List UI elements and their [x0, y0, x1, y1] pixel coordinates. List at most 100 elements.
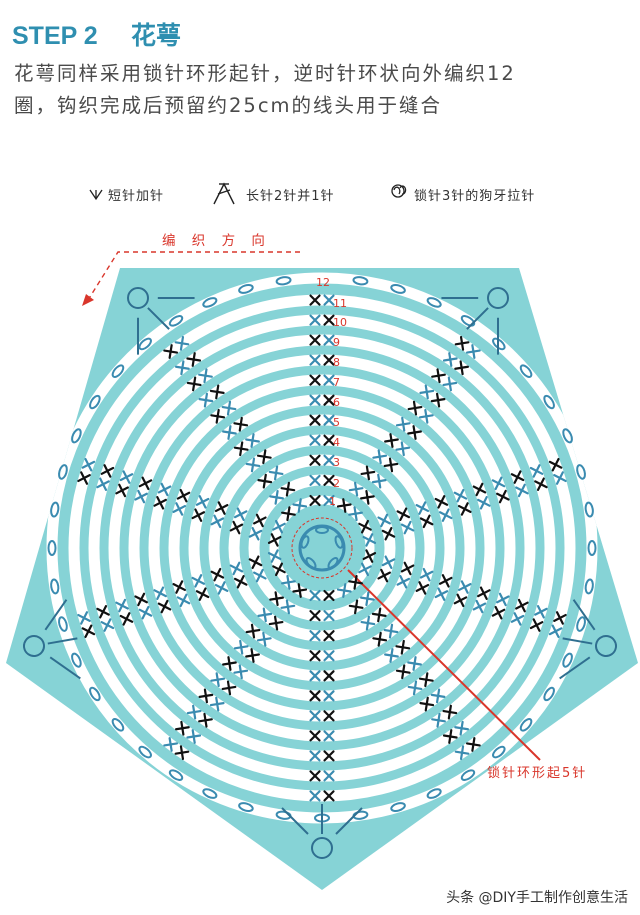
stitch-cross	[323, 354, 335, 366]
stitch-cross	[384, 433, 399, 448]
stitch-cross	[454, 335, 470, 351]
stitch-cross	[377, 513, 391, 528]
chain-oval	[390, 284, 406, 294]
stitch-cross	[256, 631, 272, 647]
stitch-cross	[198, 392, 214, 408]
stitch-cross	[222, 656, 237, 671]
stitch-cross	[395, 416, 411, 432]
stitch-cross	[272, 519, 286, 534]
center-chains	[300, 526, 344, 569]
stitch-cross	[323, 750, 335, 762]
stitch-cross	[233, 664, 249, 680]
stitch-cross	[323, 610, 335, 622]
stitch-cross	[248, 555, 263, 570]
stitch-cross	[442, 729, 458, 744]
stitch-cross	[491, 476, 506, 491]
stitch-cross	[418, 408, 434, 424]
chain-oval	[71, 428, 82, 444]
stitch-cross	[362, 533, 377, 547]
stitch-cross	[553, 471, 567, 485]
stitch-cross	[280, 481, 296, 497]
legend-label-picot: 锁针3针的狗牙拉针	[414, 189, 536, 204]
stitch-cross	[175, 720, 190, 736]
stitch-cross	[309, 690, 321, 702]
chain-oval-layer	[47, 276, 597, 823]
round-number: 8	[333, 356, 340, 369]
stitch-cross	[372, 631, 388, 647]
stitch-cross	[309, 710, 321, 722]
stitch-cross	[396, 507, 411, 522]
chain-oval	[111, 718, 125, 732]
stitch-cross	[119, 470, 134, 484]
stitch-cross	[415, 581, 430, 595]
stitch-cross	[309, 730, 321, 742]
direction-arrow	[87, 251, 300, 301]
stitch-cross	[529, 618, 544, 632]
stitch-cross	[323, 294, 335, 306]
stitch-cross	[510, 470, 525, 484]
stitch-cross	[153, 496, 167, 510]
stitch-cross	[395, 441, 411, 457]
stitch-cross	[198, 688, 214, 704]
legend-symbols	[89, 182, 407, 205]
stitch-cross	[396, 574, 411, 589]
stitch-cross	[400, 520, 415, 535]
stitch-cross	[157, 599, 172, 614]
stitch-cross	[309, 650, 321, 662]
stitch-cross	[153, 586, 167, 600]
stitch-cross	[419, 696, 435, 712]
stitch-cross	[309, 770, 321, 782]
stitch-cross	[383, 457, 399, 473]
stitch-cross	[323, 314, 335, 326]
stitch-layer	[77, 294, 567, 802]
chain-oval	[352, 276, 369, 286]
corner-motif	[441, 287, 509, 355]
stitch-cross	[323, 589, 335, 602]
stitch-cross	[323, 730, 335, 742]
stitch-cross	[454, 360, 469, 376]
stitch-cross	[198, 712, 213, 728]
stitch-cross	[309, 790, 321, 802]
stitch-cross	[465, 737, 481, 752]
stitch-cross	[195, 587, 210, 601]
stitch-cross	[442, 376, 458, 392]
stitch-cross	[248, 526, 263, 541]
stitch-cross	[186, 376, 202, 392]
round-number: 10	[333, 316, 347, 329]
stitch-cross	[138, 605, 153, 620]
stitch-cross	[323, 394, 335, 406]
chain-oval	[492, 337, 506, 351]
stitch-cross	[176, 488, 191, 503]
stitch-cross	[323, 494, 335, 507]
round-number: 11	[333, 297, 347, 310]
stitch-cross	[210, 672, 226, 688]
stitch-cross	[221, 400, 237, 416]
round-number: 12	[316, 276, 330, 289]
chain-oval	[576, 616, 586, 632]
stitch-cross	[407, 400, 423, 416]
stitch-cross	[198, 368, 213, 384]
round-number-layer: 1 2 3 4 5 6 7 8 9 10 11 12	[316, 276, 347, 508]
stitch-cross	[309, 750, 321, 762]
stitch-cross	[323, 630, 335, 642]
stitch-cross	[360, 615, 376, 631]
stitch-cross	[348, 599, 364, 615]
chain-oval	[519, 364, 533, 378]
stitch-cross	[434, 587, 449, 601]
stitch-cross	[419, 567, 434, 582]
chain-oval	[50, 501, 60, 518]
stitch-cross	[267, 549, 282, 563]
chain-oval	[426, 297, 442, 308]
start-note: 锁针环形起5针	[487, 766, 588, 781]
stitch-cross	[195, 495, 210, 509]
round-number: 5	[333, 416, 340, 429]
legend-label-dc2tog: 长针2针并1针	[246, 189, 335, 204]
chain-oval	[576, 464, 586, 480]
stitch-cross	[442, 704, 458, 720]
chain-oval	[238, 284, 254, 294]
stitch-cross	[360, 489, 375, 505]
stitch-cross	[77, 471, 91, 485]
step-label: STEP 2	[12, 22, 98, 50]
corner-motif	[559, 599, 617, 680]
chain-oval	[543, 394, 555, 410]
